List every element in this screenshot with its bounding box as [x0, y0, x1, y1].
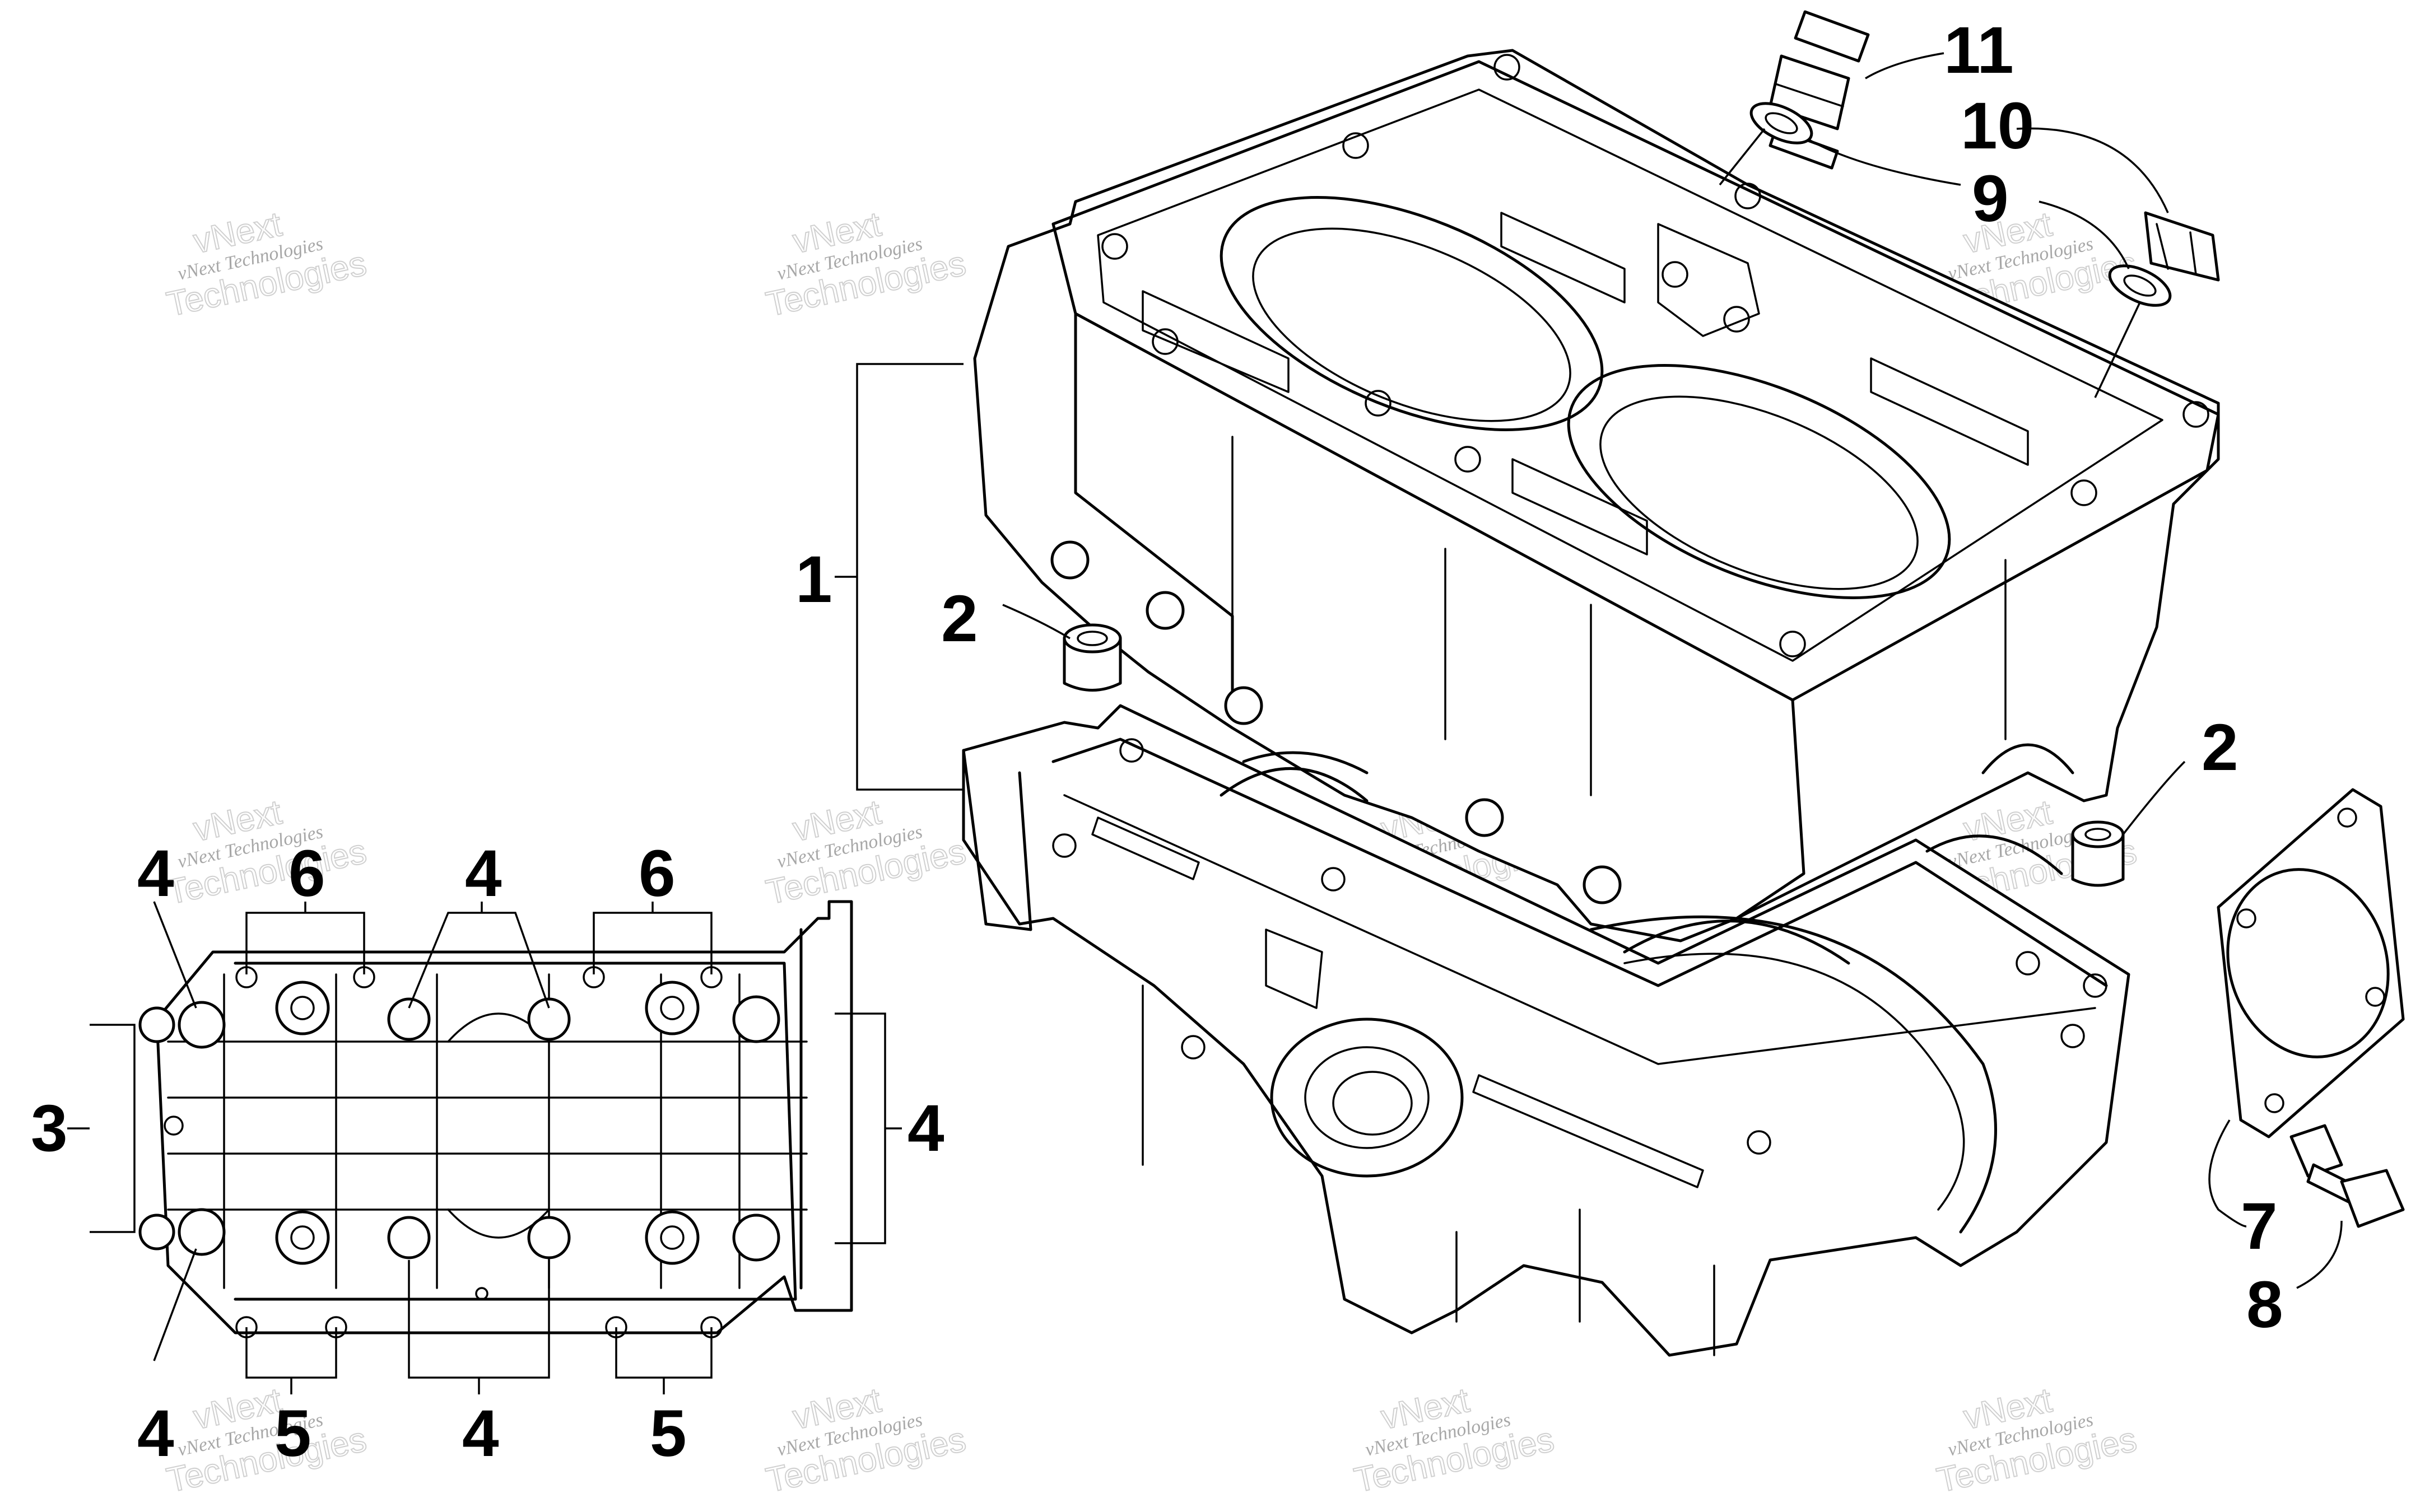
deck-stud-holes	[1101, 54, 2209, 657]
callout-10: 10	[1961, 89, 2034, 163]
callout-6-left: 6	[288, 837, 325, 911]
upper-crankcase-half	[973, 49, 2220, 942]
callout-4-right: 4	[908, 1091, 944, 1165]
dowel-pin-upper	[1063, 623, 1122, 692]
callout-4-bottom-left: 4	[137, 1397, 174, 1471]
callout-6-right: 6	[639, 837, 676, 911]
callout-5-left: 5	[274, 1397, 311, 1471]
callout-9: 9	[1972, 162, 2009, 236]
bolt-10	[2144, 211, 2220, 282]
callout-labels: 11 10 9 1 2 2 7 8 3 4 4 4 4 4 6 6 5 5	[31, 13, 2283, 1471]
callout-8: 8	[2246, 1268, 2283, 1342]
bolt-8	[2289, 1124, 2405, 1228]
washer-9-upper	[1749, 102, 1813, 144]
callout-4-top-mid: 4	[465, 837, 502, 911]
callout-3: 3	[31, 1091, 68, 1165]
callout-5-right: 5	[650, 1397, 687, 1471]
callout-2-right: 2	[2202, 711, 2238, 785]
callout-11: 11	[1944, 13, 2014, 87]
gasket-7	[2217, 788, 2405, 1138]
callout-2-upper: 2	[941, 582, 978, 656]
callout-4-top-left: 4	[137, 837, 174, 911]
callout-7: 7	[2241, 1189, 2278, 1263]
washer-9-lower	[2108, 264, 2172, 307]
bottom-view-bolt-bosses	[138, 966, 780, 1338]
leader-lines	[67, 52, 2343, 1394]
callout-1: 1	[795, 543, 832, 617]
callout-4-bottom-mid: 4	[462, 1397, 499, 1471]
crankcase-bottom-view	[138, 900, 853, 1338]
lower-crankcase-half	[962, 704, 2130, 1357]
dowel-pin-right	[2071, 820, 2125, 887]
